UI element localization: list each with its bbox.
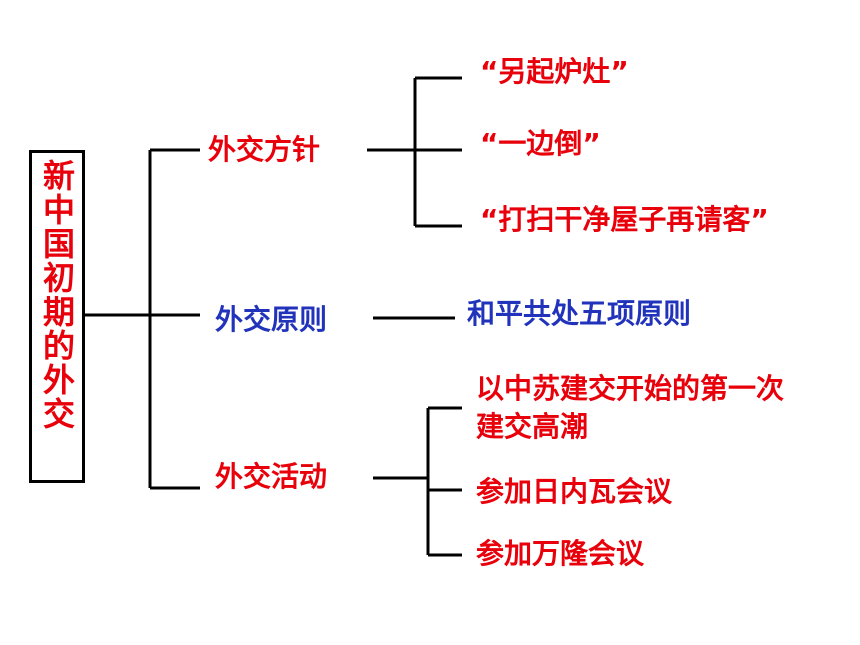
leaf-label-1-3: “打扫干净屋子再请客” <box>480 203 769 236</box>
branch-label-principle: 外交原则 <box>215 303 328 336</box>
leaf-label-1-1: “另起炉灶” <box>480 55 629 88</box>
leaf-label-3-2: 参加日内瓦会议 <box>476 475 673 508</box>
branch-label-policy: 外交方针 <box>208 133 321 166</box>
leaf-label-3-3: 参加万隆会议 <box>476 537 645 570</box>
leaf-label-2-1: 和平共处五项原则 <box>467 297 692 330</box>
root-label: 新中国初期的外交 <box>38 159 76 431</box>
leaf-label-3-1: 以中苏建交开始的第一次建交高潮 <box>476 372 785 443</box>
leaf-label-1-2: “一边倒” <box>480 127 601 160</box>
root-node: 新中国初期的外交 <box>29 150 85 483</box>
branch-label-activities: 外交活动 <box>215 460 328 493</box>
